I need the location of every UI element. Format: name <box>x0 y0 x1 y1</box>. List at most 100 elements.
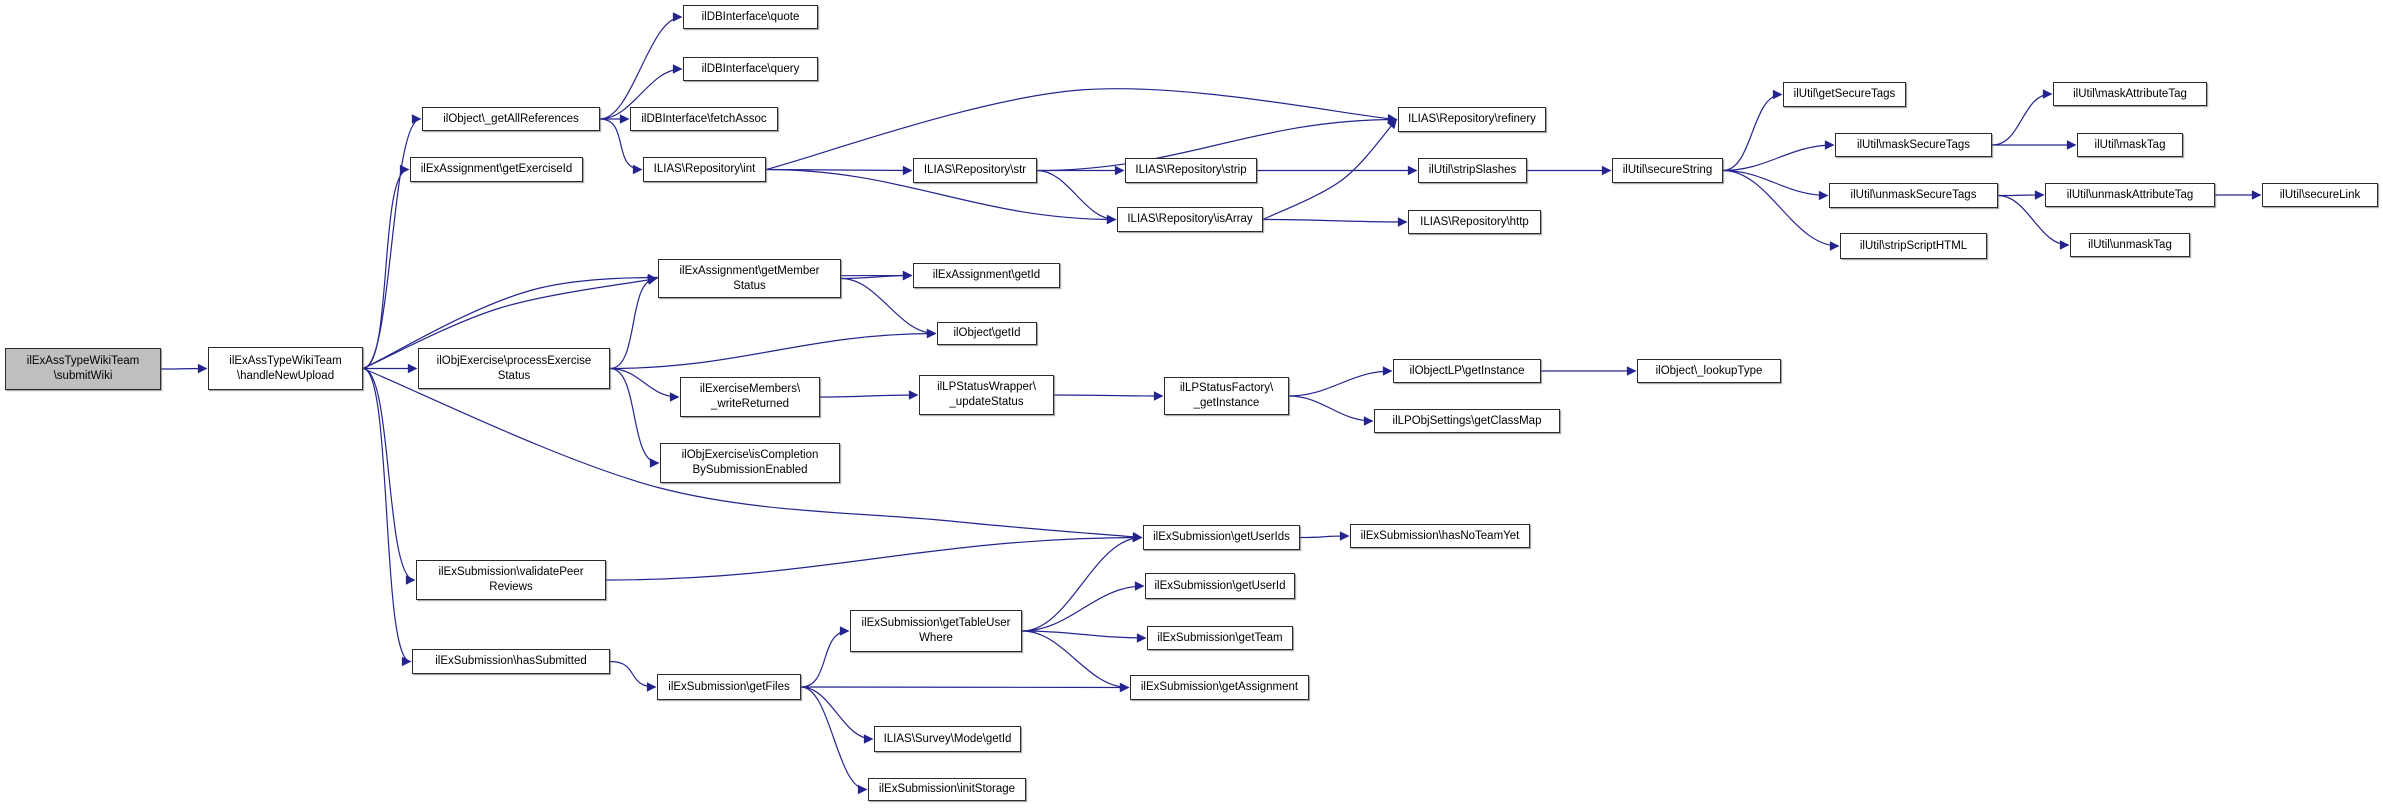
call-edge-submitWiki-handleNewUpload <box>160 363 208 374</box>
graph-node-repoStr[interactable]: ILIAS\Repository\str <box>913 158 1037 183</box>
graph-node-label: \submitWiki <box>53 370 113 382</box>
call-edge-handleNewUpload-getMemberStatus <box>362 275 658 370</box>
graph-node-label: ilUtil\secureString <box>1622 164 1713 176</box>
graph-node-label: ilUtil\maskTag <box>2094 138 2166 151</box>
graph-node-label: ilUtil\getSecureTags <box>1793 88 1896 100</box>
graph-node-label: Status <box>733 279 766 292</box>
graph-node-repoIsArray[interactable]: ILIAS\Repository\isArray <box>1117 207 1263 232</box>
graph-node-hasSubmitted[interactable]: ilExSubmission\hasSubmitted <box>412 649 610 674</box>
graph-node-label: ilObjectLP\getInstance <box>1409 364 1525 377</box>
graph-node-label: ilExSubmission\hasNoTeamYet <box>1360 529 1520 542</box>
graph-node-getInstanceFactory[interactable]: ilLPStatusFactory\_getInstance <box>1164 377 1289 415</box>
call-edge-getFiles-getTableUserWhere <box>800 626 850 688</box>
graph-node-stripSlashes[interactable]: ilUtil\stripSlashes <box>1418 158 1527 183</box>
graph-node-maskSecureTags[interactable]: ilUtil\maskSecureTags <box>1835 133 1992 157</box>
graph-node-unmaskTag[interactable]: ilUtil\unmaskTag <box>2070 233 2190 257</box>
graph-node-handleNewUpload[interactable]: ilExAssTypeWikiTeam\handleNewUpload <box>208 347 363 390</box>
graph-node-label: ilExAssignment\getExerciseId <box>420 163 573 175</box>
graph-node-repoRefinery[interactable]: ILIAS\Repository\refinery <box>1398 107 1546 132</box>
graph-node-label: ILIAS\Repository\strip <box>1135 164 1247 176</box>
call-edge-secureString-getSecureTags <box>1722 89 1783 172</box>
call-edge-repoIsArray-repoRefinery <box>1262 118 1398 221</box>
graph-node-getFiles[interactable]: ilExSubmission\getFiles <box>657 674 801 700</box>
call-edge-maskSecureTags-maskAttributeTag <box>1991 89 2053 146</box>
graph-node-label: Reviews <box>489 581 533 593</box>
graph-node-objGetId[interactable]: ilObject\getId <box>937 322 1037 345</box>
graph-node-repoInt[interactable]: ILIAS\Repository\int <box>643 157 766 182</box>
graph-node-exGetId[interactable]: ilExAssignment\getId <box>913 263 1060 288</box>
graph-node-unmaskAttributeTag[interactable]: ilUtil\unmaskAttributeTag <box>2045 183 2215 207</box>
graph-node-getExerciseId[interactable]: ilExAssignment\getExerciseId <box>410 157 583 182</box>
graph-node-label: ILIAS\Repository\refinery <box>1408 113 1536 125</box>
graph-node-objectLPGetInstance[interactable]: ilObjectLP\getInstance <box>1393 359 1541 383</box>
graph-node-label: ilExSubmission\getAssignment <box>1140 681 1299 693</box>
graph-node-label: ilExAssTypeWikiTeam <box>26 355 140 367</box>
graph-node-surveyModeGetId[interactable]: ILIAS\Survey\Mode\getId <box>874 726 1021 752</box>
call-edge-writeReturned-updateStatus <box>819 390 919 400</box>
graph-node-initStorage[interactable]: ilExSubmission\initStorage <box>868 778 1026 801</box>
graph-node-label: ilLPObjSettings\getClassMap <box>1392 414 1542 427</box>
graph-node-label: Where <box>919 632 953 644</box>
graph-node-lookupType[interactable]: ilObject\_lookupType <box>1637 359 1781 383</box>
call-edge-repoInt-repoIsArray <box>765 168 1117 225</box>
call-edge-getFiles-getAssignment <box>800 682 1130 693</box>
graph-node-label: ilExSubmission\initStorage <box>878 783 1016 795</box>
call-edge-hasSubmitted-getFiles <box>609 660 657 692</box>
graph-node-dbQuote[interactable]: ilDBInterface\quote <box>683 5 818 29</box>
call-edge-repoStr-repoIsArray <box>1036 169 1117 225</box>
graph-node-getSecureTags[interactable]: ilUtil\getSecureTags <box>1783 82 1906 107</box>
graph-node-label: ILIAS\Repository\int <box>653 163 756 175</box>
call-edge-handleNewUpload-hasSubmitted <box>362 367 412 667</box>
graph-node-label: ilUtil\unmaskSecureTags <box>1850 189 1977 201</box>
call-edge-processExerciseStatus-isCompletion <box>609 367 660 468</box>
graph-node-label: \handleNewUpload <box>236 369 335 382</box>
graph-node-unmaskSecureTags[interactable]: ilUtil\unmaskSecureTags <box>1829 183 1998 208</box>
graph-node-maskAttributeTag[interactable]: ilUtil\maskAttributeTag <box>2053 82 2207 106</box>
graph-node-dbFetchAssoc[interactable]: ilDBInterface\fetchAssoc <box>630 107 778 131</box>
graph-node-secureString[interactable]: ilUtil\secureString <box>1612 158 1723 183</box>
graph-node-repoHttp[interactable]: ILIAS\Repository\http <box>1408 210 1541 234</box>
graph-node-writeReturned[interactable]: ilExerciseMembers\_writeReturned <box>680 377 820 417</box>
call-edge-handleNewUpload-getUserIds <box>362 367 1143 542</box>
graph-node-secureLink[interactable]: ilUtil\secureLink <box>2262 183 2378 207</box>
graph-node-getUserIds[interactable]: ilExSubmission\getUserIds <box>1143 525 1300 550</box>
call-edge-getTableUserWhere-getUserId <box>1021 581 1145 632</box>
graph-node-label: ilObject\getId <box>953 327 1021 339</box>
graph-node-label: ILIAS\Survey\Mode\getId <box>883 732 1012 745</box>
call-edge-repoInt-repoRefinery <box>765 88 1398 171</box>
call-edge-updateStatus-getInstanceFactory <box>1053 391 1164 401</box>
call-edge-processExerciseStatus-getMemberStatus <box>609 273 658 370</box>
graph-node-getClassMap[interactable]: ilLPObjSettings\getClassMap <box>1374 409 1560 433</box>
graph-node-maskTag[interactable]: ilUtil\maskTag <box>2077 133 2183 157</box>
graph-node-updateStatus[interactable]: ilLPStatusWrapper\_updateStatus <box>919 375 1054 415</box>
graph-node-label: ilDBInterface\quote <box>701 10 800 23</box>
graph-node-stripScriptHTML[interactable]: ilUtil\stripScriptHTML <box>1840 233 1987 259</box>
graph-node-label: ilExSubmission\hasSubmitted <box>435 655 587 667</box>
graph-node-label: _writeReturned <box>711 398 789 410</box>
graph-node-label: ILIAS\Repository\str <box>923 164 1027 176</box>
graph-node-submitWiki[interactable]: ilExAssTypeWikiTeam \submitWiki <box>5 348 161 390</box>
graph-node-getUserId[interactable]: ilExSubmission\getUserId <box>1145 573 1295 599</box>
call-edge-getAllReferences-dbQuote <box>599 12 683 120</box>
graph-node-dbQuery[interactable]: ilDBInterface\query <box>683 57 818 81</box>
graph-node-repoStrip[interactable]: ILIAS\Repository\strip <box>1125 158 1257 183</box>
graph-node-label: ilLPStatusWrapper\ <box>937 381 1036 393</box>
graph-node-getAllReferences[interactable]: ilObject\_getAllReferences <box>422 107 600 131</box>
graph-node-hasNoTeamYet[interactable]: ilExSubmission\hasNoTeamYet <box>1350 524 1530 548</box>
call-edge-processExerciseStatus-writeReturned <box>609 367 680 402</box>
graph-node-label: ilUtil\stripSlashes <box>1428 164 1517 176</box>
graph-node-label: ilExAssignment\getMember <box>679 264 820 277</box>
graph-node-getAssignment[interactable]: ilExSubmission\getAssignment <box>1130 675 1309 700</box>
graph-node-getTeam[interactable]: ilExSubmission\getTeam <box>1147 626 1293 650</box>
call-edge-repoStr-repoRefinery <box>1036 114 1398 172</box>
call-edge-secureString-unmaskSecureTags <box>1722 169 1829 201</box>
call-edge-getFiles-initStorage <box>800 686 868 795</box>
call-edge-getAllReferences-dbQuery <box>599 64 683 120</box>
